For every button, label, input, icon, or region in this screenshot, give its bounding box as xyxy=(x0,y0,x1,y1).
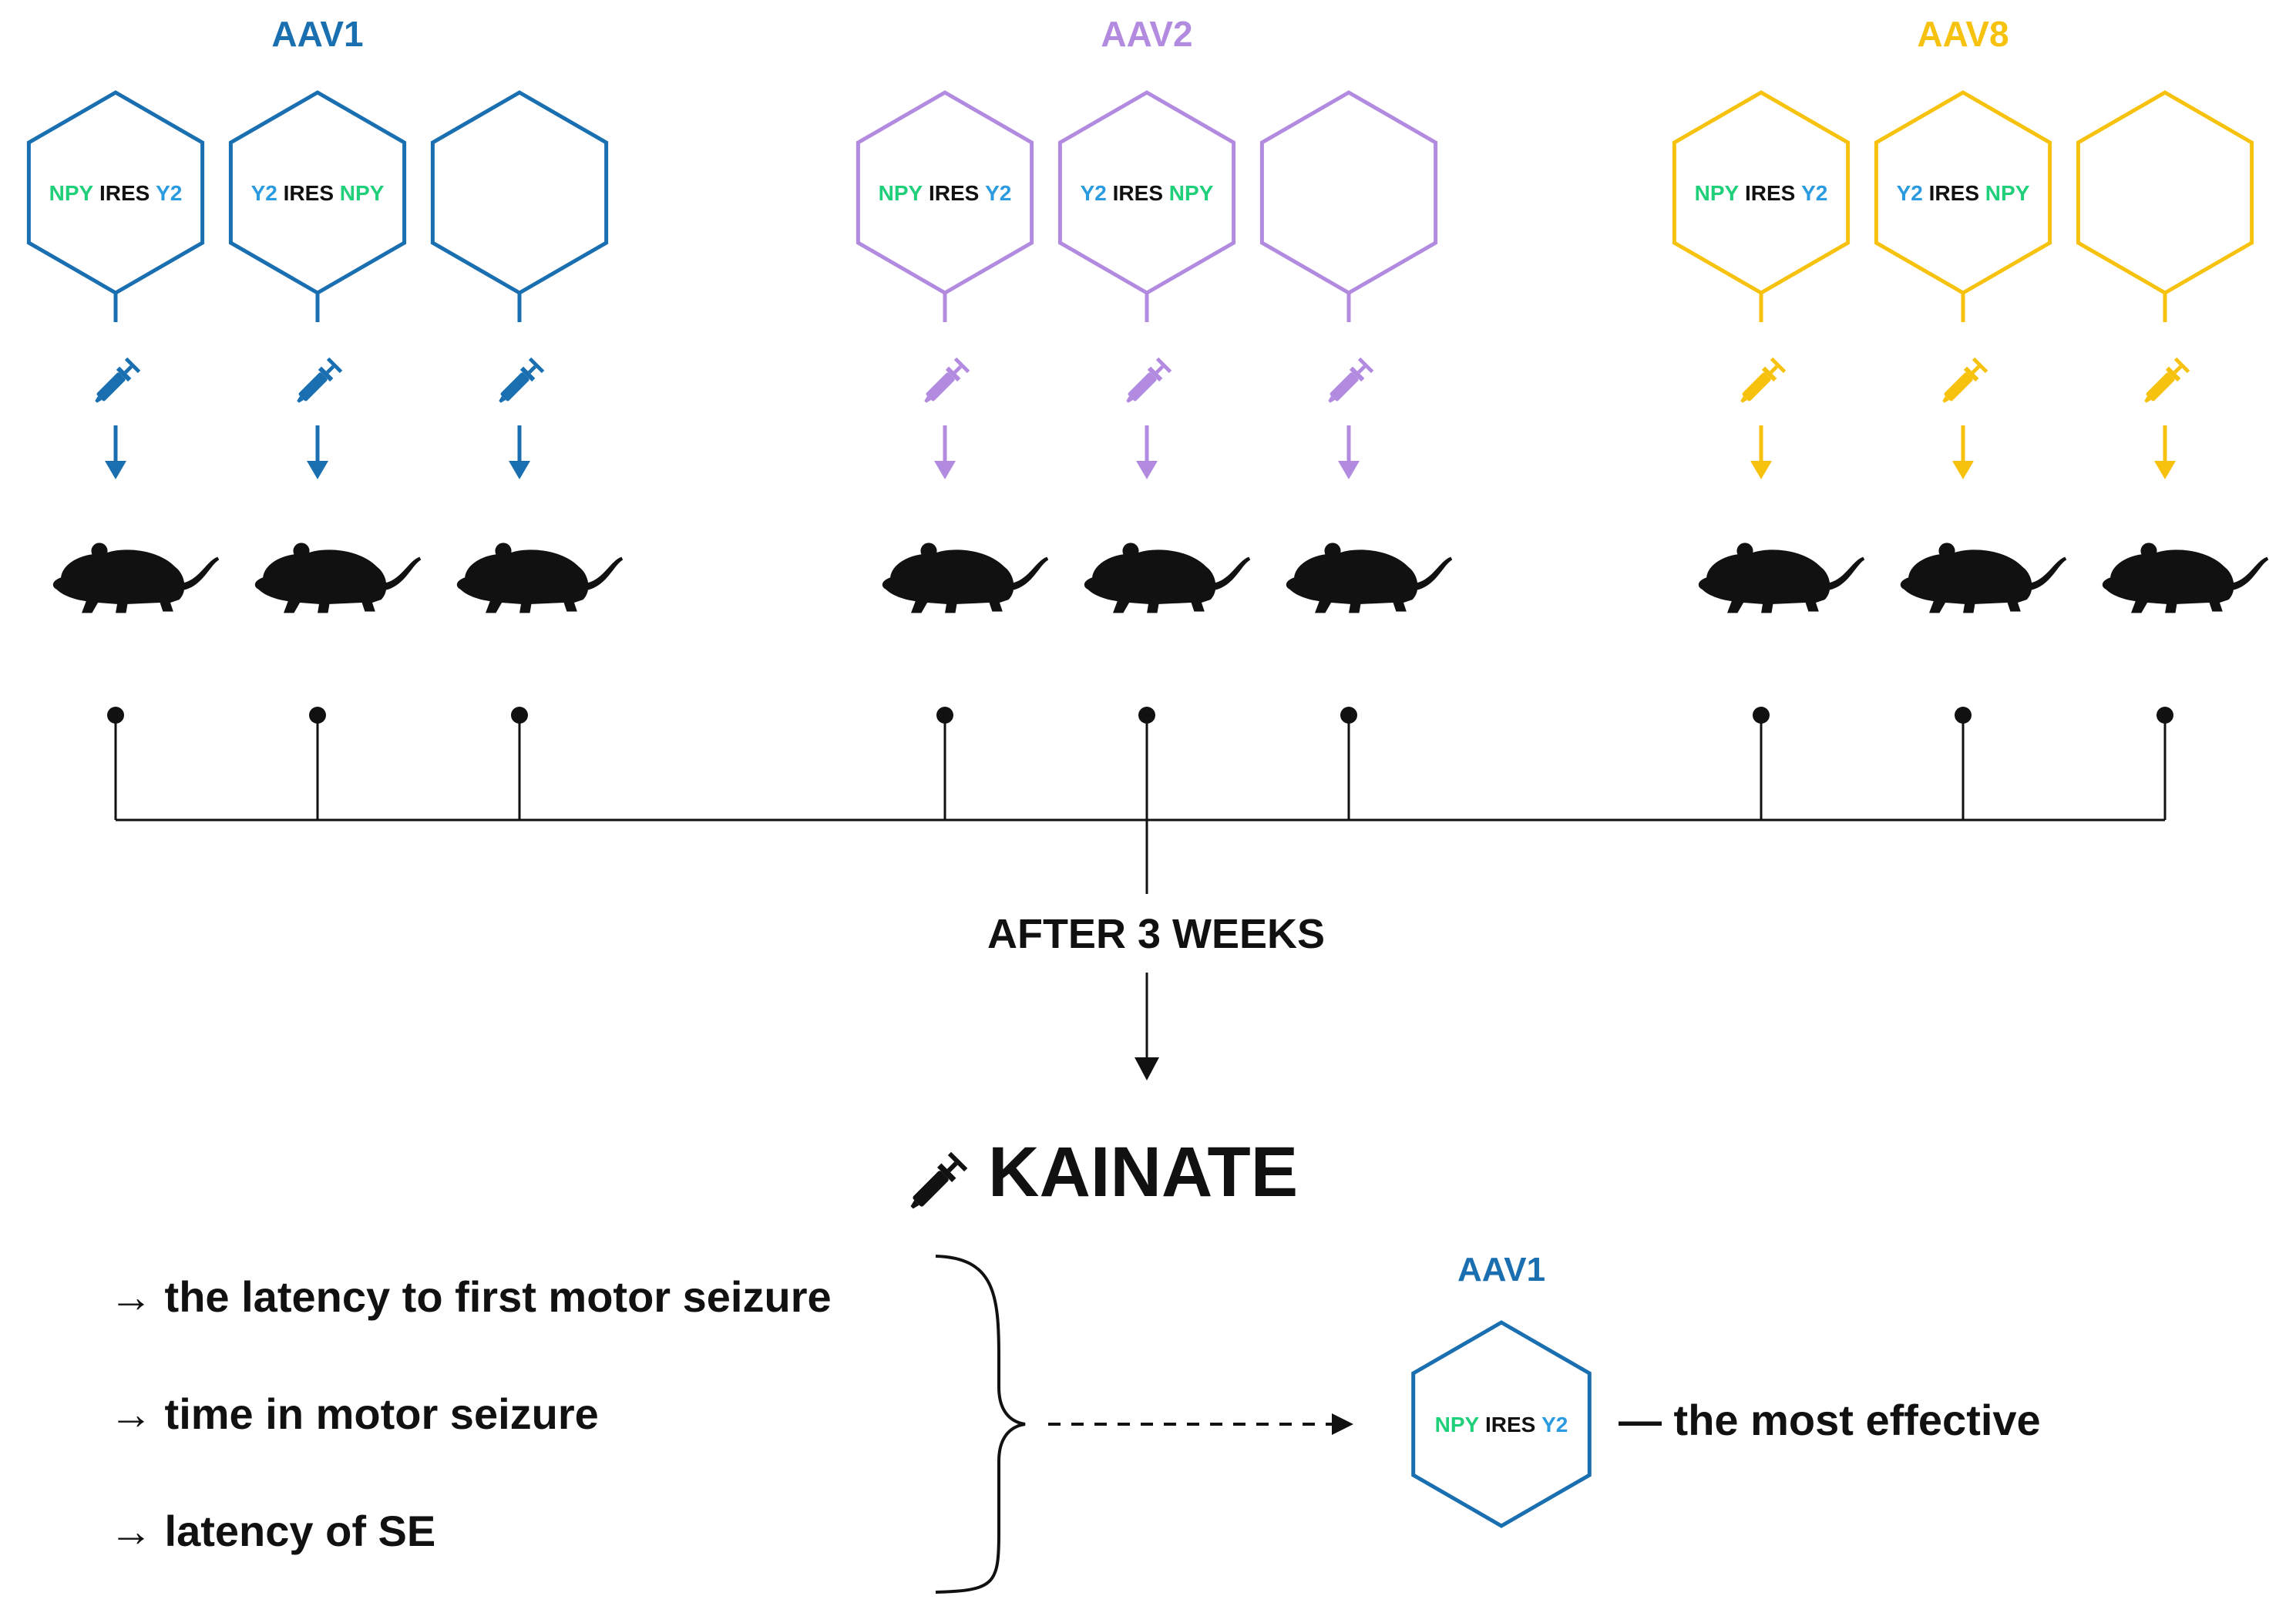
rat-icon xyxy=(254,543,422,613)
vector-unit: NPY IRES Y2 xyxy=(856,90,1049,613)
kainate-syringe-icon xyxy=(899,1151,968,1221)
construct-ires: IRES xyxy=(1107,181,1163,205)
arrow-head xyxy=(1952,461,1974,479)
result-capsid-hexagon xyxy=(1411,1320,1592,1528)
outcome-brace xyxy=(935,1255,1026,1594)
construct-y2: Y2 xyxy=(251,181,277,205)
syringe-icon xyxy=(914,357,970,413)
syringe-icon xyxy=(287,357,343,413)
rat-icon xyxy=(1900,543,2067,613)
construct-ires: IRES xyxy=(1923,181,1979,205)
vector-construct-label: NPY IRES Y2 xyxy=(1695,181,1828,205)
construct-ires: IRES xyxy=(93,181,150,205)
vector-unit: NPY IRES Y2 xyxy=(1672,90,1865,613)
vector-construct-label: Y2 IRES NPY xyxy=(1897,181,2030,205)
rat-icon xyxy=(1698,543,1865,613)
vector-construct-label: NPY IRES Y2 xyxy=(49,181,183,205)
construct-y2: Y2 xyxy=(150,181,182,205)
vector-construct-label: NPY IRES Y2 xyxy=(1435,1413,1568,1437)
capsid-hexagon xyxy=(2076,90,2254,295)
group-title: AAV1 xyxy=(271,14,363,54)
syringe-icon xyxy=(1116,357,1172,413)
rat-icon xyxy=(882,543,1049,613)
construct-npy: NPY xyxy=(1979,181,2030,205)
construct-npy: NPY xyxy=(1435,1413,1480,1437)
construct-ires: IRES xyxy=(1739,181,1795,205)
capsid-hexagon xyxy=(1259,90,1438,295)
outcome-item: → time in motor seizure xyxy=(109,1389,599,1438)
arrow-head xyxy=(509,461,530,479)
group-title: AAV2 xyxy=(1101,14,1192,54)
vector-unit: NPY IRES Y2 xyxy=(26,90,220,613)
syringe-icon xyxy=(489,357,545,413)
outcome-item: → latency of SE xyxy=(109,1507,435,1555)
vector-unit xyxy=(2076,90,2269,613)
vector-unit: Y2 IRES NPY xyxy=(1057,90,1251,613)
construct-npy: NPY xyxy=(49,181,94,205)
dashed-arrow-head xyxy=(1332,1413,1353,1435)
construct-ires: IRES xyxy=(1479,1413,1535,1437)
rat-icon xyxy=(1084,543,1251,613)
construct-npy: NPY xyxy=(1163,181,1214,205)
vector-construct-label: NPY IRES Y2 xyxy=(879,181,1012,205)
arrow-head xyxy=(105,461,126,479)
arrow-head xyxy=(2154,461,2176,479)
construct-y2: Y2 xyxy=(1535,1413,1568,1437)
syringe-icon xyxy=(1730,357,1787,413)
outcome-item: → the latency to first motor seizure xyxy=(109,1272,832,1321)
rat-icon xyxy=(52,543,220,613)
after-3-weeks-label: AFTER 3 WEEKS xyxy=(987,911,1325,957)
syringe-icon xyxy=(2134,357,2190,413)
construct-y2: Y2 xyxy=(1897,181,1923,205)
construct-ires: IRES xyxy=(277,181,334,205)
construct-ires: IRES xyxy=(923,181,979,205)
construct-y2: Y2 xyxy=(1795,181,1827,205)
construct-npy: NPY xyxy=(1695,181,1740,205)
capsid-hexagon xyxy=(430,90,609,295)
construct-npy: NPY xyxy=(879,181,923,205)
most-effective-label: — the most effective xyxy=(1619,1396,2041,1444)
outcome-section: KAINATE → the latency to first motor seiz… xyxy=(109,1133,2041,1594)
down-arrow-head xyxy=(1135,1057,1159,1080)
timeline: AFTER 3 WEEKS xyxy=(107,707,2173,1080)
rat-icon xyxy=(456,543,624,613)
arrow-head xyxy=(1750,461,1772,479)
kainate-label: KAINATE xyxy=(988,1133,1298,1211)
syringe-icon xyxy=(85,357,141,413)
construct-y2: Y2 xyxy=(979,181,1011,205)
syringe-icon xyxy=(1932,357,1988,413)
arrow-head xyxy=(307,461,328,479)
vector-unit: Y2 IRES NPY xyxy=(228,90,422,613)
construct-y2: Y2 xyxy=(1081,181,1107,205)
vector-construct-label: Y2 IRES NPY xyxy=(1081,181,1214,205)
vector-construct-label: Y2 IRES NPY xyxy=(251,181,385,205)
syringe-icon xyxy=(1318,357,1374,413)
vector-unit: Y2 IRES NPY xyxy=(1874,90,2067,613)
arrow-head xyxy=(1338,461,1360,479)
vector-unit xyxy=(1259,90,1453,613)
arrow-head xyxy=(1136,461,1158,479)
group-title: AAV8 xyxy=(1917,14,2009,54)
rat-icon xyxy=(2102,543,2269,613)
arrow-head xyxy=(934,461,956,479)
vector-unit xyxy=(430,90,624,613)
construct-npy: NPY xyxy=(334,181,385,205)
result-title: AAV1 xyxy=(1457,1251,1545,1289)
rat-icon xyxy=(1286,543,1453,613)
